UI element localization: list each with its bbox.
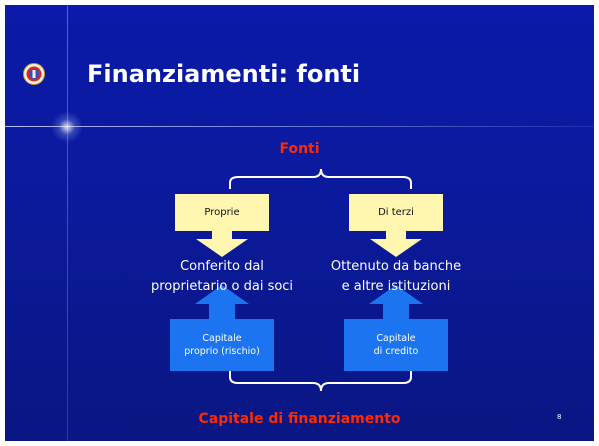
right-down-arrow — [370, 231, 422, 257]
own-sources-box: Proprie — [175, 194, 269, 231]
decorative-vertical-line — [67, 5, 68, 441]
top-brace — [229, 168, 412, 189]
bottom-brace — [229, 371, 412, 392]
decorative-glow — [51, 111, 83, 143]
third-party-description-line-2: e altre istituzioni — [341, 279, 451, 294]
third-party-description-line-1: Ottenuto da banche — [330, 259, 462, 274]
slide: Finanziamenti: fonti Fonti Proprie Di te… — [5, 5, 594, 441]
third-party-description: Ottenuto da banche e altre istituzioni — [314, 257, 478, 297]
equity-capital-box: Capitale proprio (rischio) — [170, 319, 274, 371]
financing-capital-label: Capitale di finanziamento — [198, 411, 401, 427]
third-party-sources-label: Di terzi — [378, 207, 414, 218]
debt-capital-line-2: di credito — [373, 346, 419, 357]
debt-capital-box: Capitale di credito — [344, 319, 448, 371]
own-sources-description: Conferito dal proprietario o dai soci — [142, 257, 302, 297]
left-down-arrow — [196, 231, 248, 257]
third-party-sources-box: Di terzi — [349, 194, 443, 231]
university-seal-icon — [23, 63, 45, 85]
down-arrows — [196, 231, 422, 257]
right-up-arrow — [369, 285, 423, 319]
up-arrows — [195, 285, 423, 319]
own-description-line-1: Conferito dal — [180, 259, 264, 274]
own-sources-label: Proprie — [204, 207, 240, 218]
equity-capital-line-2: proprio (rischio) — [184, 346, 260, 357]
decorative-horizontal-line — [5, 126, 594, 127]
left-up-arrow — [195, 285, 249, 319]
own-description-line-2: proprietario o dai soci — [150, 279, 294, 294]
debt-capital-line-1: Capitale — [376, 333, 416, 344]
slide-title: Finanziamenti: fonti — [87, 60, 361, 88]
sources-label: Fonti — [279, 141, 320, 157]
equity-capital-line-1: Capitale — [202, 333, 242, 344]
page-number: 8 — [557, 413, 562, 421]
